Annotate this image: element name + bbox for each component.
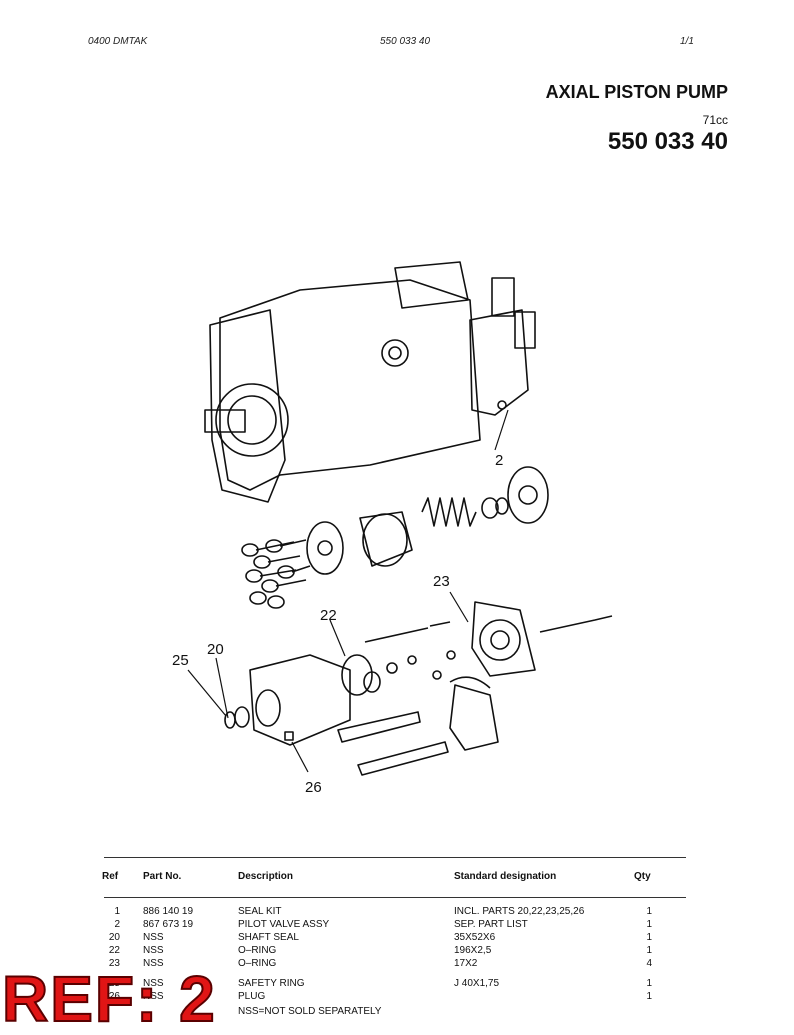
pump-top-block [394,261,469,309]
callout-20: 20 [207,641,224,658]
row-part: 867 673 19 [143,919,194,930]
col-header-qty: Qty [634,871,651,882]
spring-set [421,497,509,527]
o-ring-22 [341,654,373,696]
row-ref: 22 [108,945,120,956]
callout-23: 23 [433,573,450,590]
pump-housing [219,279,481,491]
row-qty: 1 [646,932,652,943]
row-desc: SHAFT SEAL [238,932,299,943]
table-row: 20 NSS SHAFT SEAL 35X52X6 1 [0,932,794,945]
product-subtitle: 71cc [702,113,728,127]
pump-flange [209,309,286,503]
row-ref: 2 [114,919,120,930]
pilot-valve [469,309,529,416]
callout-26: 26 [305,779,322,796]
shafts [337,711,449,776]
retaining-plate [306,521,344,575]
front-housing [249,654,351,746]
swash-plate [449,684,499,751]
header-center: 550 033 40 [380,36,431,47]
plug-26 [284,731,294,741]
row-std: INCL. PARTS 20,22,23,25,26 [454,906,585,917]
valve-plate [507,466,549,524]
callout-22: 22 [320,607,337,624]
row-qty: 1 [646,991,652,1002]
product-title: AXIAL PISTON PUMP [545,82,728,102]
col-header-description: Description [238,871,294,882]
row-ref: 25 [108,978,120,989]
row-desc: O–RING [238,945,277,956]
col-header-part: Part No. [143,871,182,882]
row-part: NSS [143,991,164,1002]
row-qty: 1 [646,906,652,917]
row-std: 35X52X6 [454,932,496,943]
header-page: 1/1 [680,36,694,47]
rear-cover [471,601,536,677]
table-header-rule [104,897,686,898]
table-row: 2 867 673 19 PILOT VALVE ASSY SEP. PART … [0,919,794,932]
row-desc: PLUG [238,991,266,1002]
row-std: 196X2,5 [454,945,492,956]
row-part: NSS [143,978,164,989]
table-top-rule [104,857,686,858]
header-left: 0400 DMTAK [88,36,148,47]
nss-note: NSS=NOT SOLD SEPARATELY [238,1006,382,1017]
row-ref: 23 [108,958,120,969]
col-header-ref: Ref [102,871,119,882]
callout-2: 2 [495,452,503,469]
safety-ring-25 [224,711,236,729]
ref-stamp: REF: 2 [1,963,217,1035]
row-part: NSS [143,958,164,969]
row-desc: SAFETY RING [238,978,305,989]
table-row: 26 NSS PLUG 1 [0,991,794,1004]
row-ref: 20 [108,932,120,943]
pump-front-bore [215,383,289,457]
callout-25: 25 [172,652,189,669]
long-bolts [364,615,613,643]
shaft-seal-20 [234,706,250,728]
row-qty: 1 [646,978,652,989]
table-row: 22 NSS O–RING 196X2,5 1 [0,945,794,958]
exploded-pump-drawing: 2 23 22 20 25 26 [172,261,613,796]
row-part: NSS [143,945,164,956]
product-part-number: 550 033 40 [607,128,728,155]
table-row: 23 NSS O–RING 17X2 4 [0,958,794,971]
row-part: NSS [143,932,164,943]
row-desc: O–RING [238,958,277,969]
row-qty: 1 [646,919,652,930]
row-ref: 1 [114,906,120,917]
col-header-standard: Standard designation [454,871,557,882]
table-row: 25 NSS SAFETY RING J 40X1,75 1 [0,978,794,991]
cylinder-block [359,511,413,567]
row-std: J 40X1,75 [454,978,500,989]
row-part: 886 140 19 [143,906,194,917]
row-qty: 4 [646,958,652,969]
row-desc: SEAL KIT [238,906,282,917]
cradle [449,676,491,689]
row-ref: 26 [108,991,120,1002]
piston-set [241,539,311,609]
row-std: 17X2 [454,958,478,969]
table-row: 1 886 140 19 SEAL KIT INCL. PARTS 20,22,… [0,906,794,919]
pump-port [381,339,409,367]
row-std: SEP. PART LIST [454,919,528,930]
row-desc: PILOT VALVE ASSY [238,919,330,930]
drive-shaft [204,409,246,433]
row-qty: 1 [646,945,652,956]
